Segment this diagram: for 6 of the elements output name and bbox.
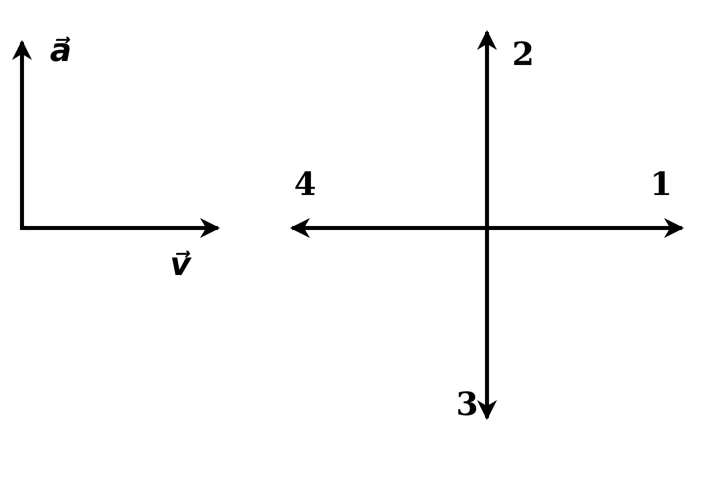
direction-number: 2 [512,38,534,70]
direction-number: 4 [294,168,316,200]
direction-number: 1 [650,168,672,200]
vector-label: v⃗ [170,248,191,280]
vector-label: a⃗ [50,34,72,66]
direction-number: 3 [456,388,478,420]
